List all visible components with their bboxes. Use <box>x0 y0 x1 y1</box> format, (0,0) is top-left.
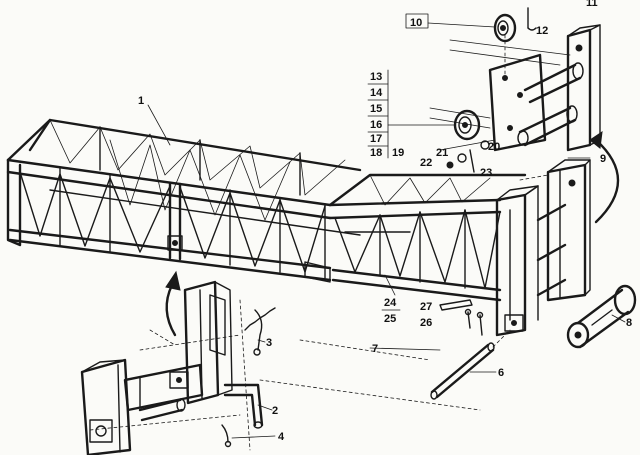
upward-arrow <box>165 270 181 337</box>
callout-16: 16 <box>370 119 382 131</box>
callout-21: 21 <box>436 147 448 159</box>
callout-27: 27 <box>420 301 432 313</box>
rotation-arrow <box>589 130 620 224</box>
upper-post-assembly <box>429 7 601 173</box>
callout-7: 7 <box>372 343 378 355</box>
callout-24: 24 <box>384 297 397 309</box>
label-boxes <box>367 13 429 311</box>
callout-labels: 1 2 3 4 6 7 8 9 10 11 12 13 14 15 16 17 … <box>138 0 632 443</box>
callout-2: 2 <box>272 405 278 417</box>
callout-9: 9 <box>600 153 606 165</box>
callout-25: 25 <box>384 313 396 325</box>
callout-6: 6 <box>498 367 504 379</box>
callout-17: 17 <box>370 133 382 145</box>
callout-18: 18 <box>370 147 382 159</box>
callout-14: 14 <box>370 87 383 99</box>
small-fasteners <box>259 299 484 411</box>
side-plate <box>519 159 591 302</box>
callout-22: 22 <box>420 157 432 169</box>
callout-15: 15 <box>370 103 382 115</box>
callout-20: 20 <box>488 141 500 153</box>
callout-26: 26 <box>420 317 432 329</box>
callout-11: 11 <box>586 0 598 9</box>
lower-bracket-assembly <box>80 280 276 455</box>
callout-8: 8 <box>626 317 632 329</box>
upright-post-assembly <box>495 185 567 337</box>
callout-10: 10 <box>410 17 422 29</box>
callout-4: 4 <box>278 431 285 443</box>
callout-1: 1 <box>138 95 144 107</box>
leader-lines <box>147 22 626 439</box>
callout-3: 3 <box>266 337 272 349</box>
truss-boom-right-section <box>328 173 527 302</box>
callout-23: 23 <box>480 167 492 179</box>
callout-12: 12 <box>536 25 548 37</box>
long-pin <box>430 329 511 400</box>
callout-19: 19 <box>392 147 404 159</box>
callout-13: 13 <box>370 71 382 83</box>
roller-spool <box>566 284 637 349</box>
truss-boom-left-section <box>6 118 362 283</box>
